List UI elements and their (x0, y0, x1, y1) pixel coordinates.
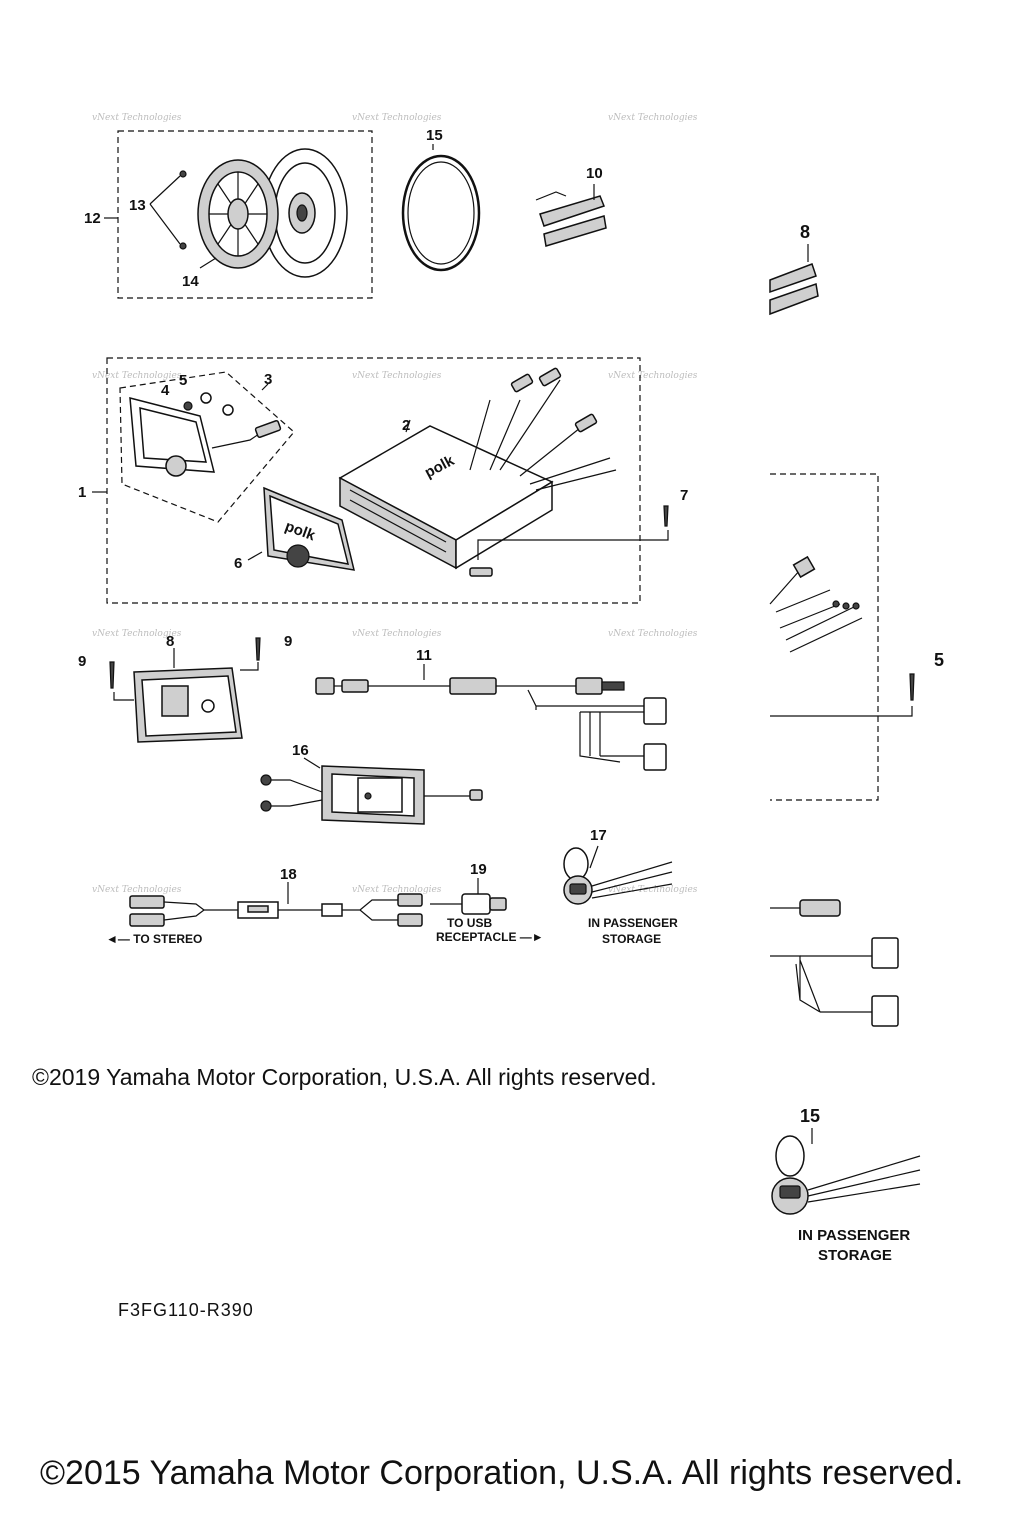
callout-19: 19 (470, 861, 487, 878)
in-passenger-storage-label: STORAGE (818, 1247, 892, 1264)
in-passenger-storage-label: IN PASSENGER (798, 1227, 910, 1244)
partial-view-box: 5 (769, 473, 944, 801)
callout-16: 16 (292, 742, 309, 759)
watermark: vNext Technologies (352, 629, 442, 639)
usb-receptacle-17: 17 IN PASSENGER STORAGE (563, 827, 678, 946)
nut-icon (222, 404, 234, 416)
to-usb-label: RECEPTACLE —► (436, 930, 544, 944)
watermark: vNext Technologies (92, 113, 182, 123)
screw-icon (663, 505, 669, 527)
callout-10: 10 (586, 165, 603, 182)
speaker-assembly: 12 13 14 (84, 130, 373, 299)
remote-subgroup-box (119, 371, 295, 523)
amplifier-illustration: polk (338, 367, 617, 577)
receiver-module: 8 9 9 (78, 633, 292, 743)
usb-adapter-19: 19 TO USB RECEPTACLE —► (430, 861, 544, 944)
harness-clip: 10 (535, 165, 607, 247)
copyright-2015: ©2015 Yamaha Motor Corporation, U.S.A. A… (40, 1454, 964, 1492)
callout-9: 9 (78, 653, 86, 670)
watermark: vNext Technologies (608, 629, 698, 639)
watermark: vNext Technologies (608, 885, 698, 895)
callout-8: 8 (166, 633, 174, 650)
callout-1: 1 (78, 484, 86, 501)
callout-4: 4 (161, 382, 170, 399)
callout-6: 6 (234, 555, 242, 572)
in-passenger-storage-label: IN PASSENGER (588, 916, 678, 930)
callout-11: 11 (416, 647, 432, 664)
partial-view-usb: 15 IN PASSENGER STORAGE (771, 1106, 921, 1264)
callout-12: 12 (84, 210, 101, 227)
watermark: vNext Technologies (352, 885, 442, 895)
watermark: vNext Technologies (608, 113, 698, 123)
callout-7: 7 (680, 487, 688, 504)
copyright-2019: ©2019 Yamaha Motor Corporation, U.S.A. A… (32, 1064, 657, 1090)
watermark: vNext Technologies (352, 371, 442, 381)
cable-18: 18 ◄— TO STEREO (106, 866, 423, 946)
watermark: vNext Technologies (92, 371, 182, 381)
callout-15-partial: 15 (800, 1106, 820, 1126)
callout-14: 14 (182, 273, 199, 290)
screw-icon (109, 661, 115, 689)
screw-icon (255, 637, 261, 661)
callout-2: 2 (402, 417, 410, 434)
callout-3: 3 (264, 371, 272, 388)
callout-9: 9 (284, 633, 292, 650)
wire-harness-11: 11 (315, 647, 667, 771)
stereo-assembly: 1 3 4 5 polk 6 (78, 357, 688, 604)
watermark: vNext Technologies (92, 629, 182, 639)
watermark: vNext Technologies (92, 885, 182, 895)
watermarks: vNext Technologies vNext Technologies vN… (92, 113, 698, 895)
callout-5-partial: 5 (934, 650, 944, 670)
screw-icon (179, 242, 187, 250)
partial-view-8: 8 (769, 222, 819, 316)
callout-8-partial: 8 (800, 222, 810, 242)
to-stereo-label: ◄— TO STEREO (106, 932, 202, 946)
stereo-group-box (106, 357, 641, 604)
controller-16: 16 (260, 742, 483, 825)
callout-15: 15 (426, 127, 443, 144)
speaker-grille (197, 159, 279, 269)
remote-control-illustration (129, 397, 282, 477)
callout-18: 18 (280, 866, 297, 883)
callout-13: 13 (129, 197, 146, 214)
speaker-illustration (262, 148, 348, 278)
partial-view-harness (770, 899, 899, 1027)
nut-icon (183, 401, 193, 411)
nut-icon (200, 392, 212, 404)
to-usb-label: TO USB (447, 916, 492, 930)
callout-17: 17 (590, 827, 607, 844)
watermark: vNext Technologies (352, 113, 442, 123)
watermark: vNext Technologies (608, 371, 698, 381)
screw-icon (179, 170, 187, 178)
gasket-ring: 15 (401, 127, 481, 272)
diagram-code: F3FG110-R390 (118, 1300, 254, 1320)
in-passenger-storage-label: STORAGE (602, 932, 661, 946)
callout-5: 5 (179, 372, 187, 389)
remote-cover-illustration: polk (263, 486, 355, 571)
